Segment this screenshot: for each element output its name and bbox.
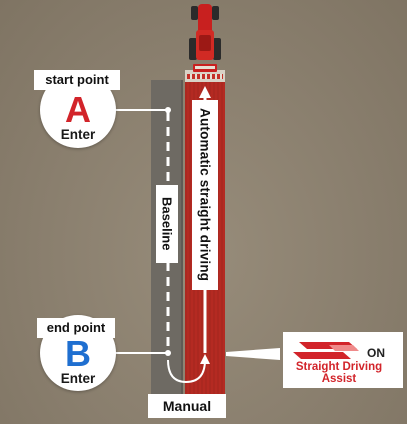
- start-enter-label: Enter: [60, 127, 96, 142]
- start-point-title: start point: [34, 70, 120, 90]
- assist-name: Straight Driving Assist: [295, 361, 383, 385]
- start-letter: A: [65, 89, 91, 130]
- assist-status: ON: [367, 346, 385, 360]
- baseline-label: Baseline: [156, 185, 178, 263]
- end-enter-label: Enter: [60, 371, 96, 386]
- manual-label: Manual: [148, 394, 226, 418]
- implement-bar: [187, 74, 223, 79]
- end-letter: B: [65, 333, 91, 374]
- automatic-straight-driving-label: Automatic straight driving: [192, 100, 218, 290]
- assist-stripes-icon: [293, 342, 359, 359]
- tractor-icon: [189, 4, 221, 72]
- straight-driving-assist-indicator: ON Straight Driving Assist: [283, 332, 403, 388]
- end-point-title: end point: [37, 318, 115, 338]
